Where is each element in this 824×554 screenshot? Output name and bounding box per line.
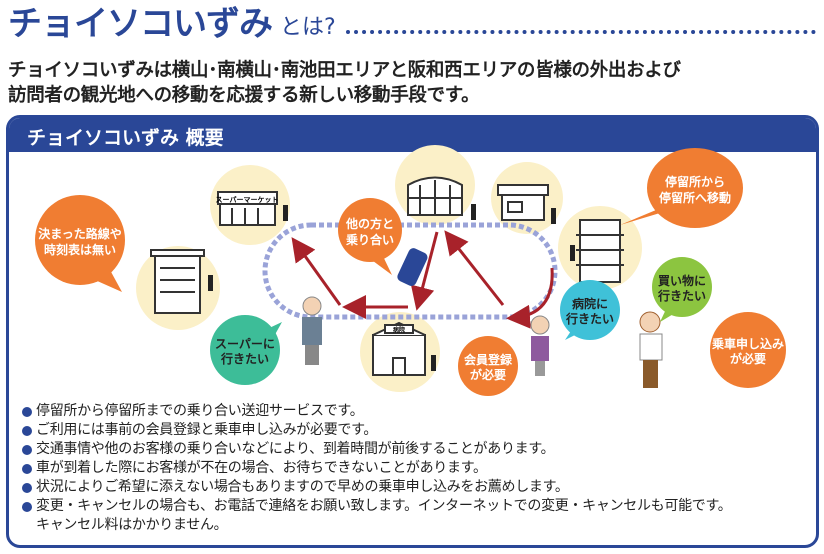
- note-item: 変更・キャンセルの場合も、お電話で連絡をお願い致します。インターネットでの変更・…: [22, 497, 732, 516]
- bubble-text: 会員登録: [464, 352, 513, 367]
- description-line: 訪問者の観光地への移動を応援する新しい移動手段です。: [8, 85, 480, 106]
- bubble-supermarket: スーパーに 行きたい: [210, 315, 282, 385]
- bubble-text: が必要: [470, 367, 506, 382]
- bubble-text: スーパーに: [215, 337, 275, 351]
- title-main: チョイソコいずみ: [8, 4, 273, 44]
- route-loop: [262, 222, 558, 320]
- note-item: 車が到着した際にお客様が不在の場合、お待ちできないことがあります。: [22, 459, 731, 478]
- notes-list: 停留所から停留所までの乗り合い送迎サービスです。 ご利用には事前の会員登録と乗車…: [22, 402, 732, 535]
- description: チョイソコいずみは横山･南横山･南池田エリアと阪和西エリアの皆様の外出および 訪…: [8, 58, 681, 108]
- route-arrows: [291, 230, 554, 329]
- hospital-icon: [372, 321, 426, 376]
- bubble-text: 乗り合い: [346, 232, 394, 247]
- bubble-stop-to-stop: 停留所から 停留所へ移動: [620, 148, 743, 228]
- bubble-no-route: 決まった路線や 時刻表は無い: [35, 195, 125, 292]
- note-item: 交通事情や他のお客様の乗り合いなどにより、到着時間が前後することがあります。: [22, 440, 731, 459]
- bubble-text: 病院に: [572, 296, 608, 311]
- bubble-text: 買い物に: [658, 273, 706, 288]
- stop-sign-icons: [208, 204, 575, 371]
- elderly-woman-icon: [530, 315, 550, 376]
- title-sub: とは?: [280, 15, 336, 40]
- shopping-mall-icon: [407, 176, 463, 216]
- young-man-icon: [639, 311, 663, 388]
- bubble-text: が必要: [730, 351, 766, 366]
- bubble-text: 乗車申し込み: [712, 336, 784, 351]
- apartment-icon: [576, 219, 624, 283]
- car-icon: [397, 248, 428, 286]
- overview-heading: チョイソコいずみ 概要: [9, 118, 816, 152]
- note-item: 状況によりご希望に添えない場合もありますので早めの乗車申し込みをお薦めします。: [22, 478, 731, 497]
- hospital-sign: 病院: [393, 326, 405, 334]
- bubble-text: 決まった路線や: [38, 226, 122, 241]
- bubble-shopping: 買い物に 行きたい: [652, 257, 712, 322]
- bubble-text: 停留所へ移動: [659, 190, 731, 205]
- shop-icon: [497, 184, 549, 221]
- bubble-text: 行きたい: [657, 288, 706, 303]
- bubble-shared-ride: 他の方と 乗り合い: [338, 198, 402, 275]
- supermarket-sign: スーパーマーケット: [216, 195, 279, 204]
- supermarket-icon: [217, 191, 278, 226]
- bubble-text: 行きたい: [220, 351, 269, 366]
- bubble-reservation: 乗車申し込み が必要: [710, 312, 786, 388]
- bubble-hospital: 病院に 行きたい: [560, 280, 620, 340]
- overview-panel: チョイソコいずみ 概要: [6, 115, 819, 548]
- elderly-man-icon: [302, 296, 322, 365]
- note-item: ご利用には事前の会員登録と乗車申し込みが必要です。: [22, 421, 731, 440]
- note-item: 停留所から停留所までの乗り合い送迎サービスです。: [22, 402, 731, 421]
- title-dotted-rule: [345, 30, 816, 34]
- note-item-continuation: キャンセル料はかかりません。: [36, 517, 228, 533]
- bubble-text: 時刻表は無い: [44, 242, 116, 257]
- bubble-membership: 会員登録 が必要: [458, 336, 518, 396]
- office-building-icon: [150, 249, 205, 314]
- bubble-text: 他の方と: [345, 216, 394, 231]
- page-title: チョイソコいずみ とは?: [8, 2, 820, 46]
- bubble-text: 停留所から: [665, 174, 725, 189]
- description-line: チョイソコいずみは横山･南横山･南池田エリアと阪和西エリアの皆様の外出および: [8, 60, 681, 81]
- bubble-text: 行きたい: [565, 311, 614, 326]
